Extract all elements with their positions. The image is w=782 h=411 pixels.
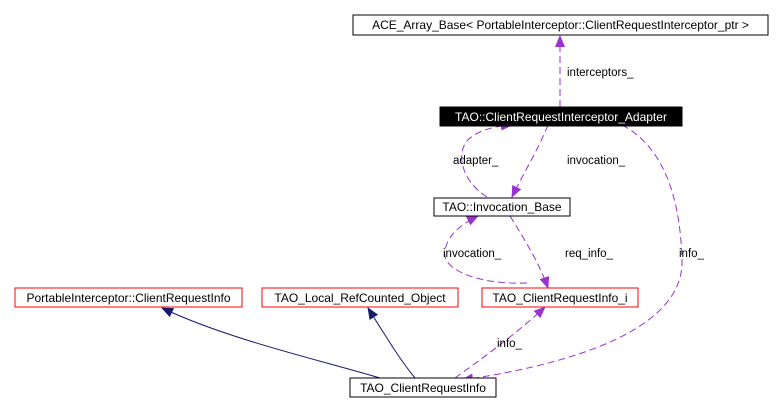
node-ace-array-base[interactable]: ACE_Array_Base< PortableInterceptor::Cli…	[352, 14, 769, 36]
node-portableinterceptor-clientrequestinfo[interactable]: PortableInterceptor::ClientRequestInfo	[14, 287, 243, 308]
edge-inherit-local-refcounted	[367, 307, 416, 379]
node-ace-array-base-label: ACE_Array_Base< PortableInterceptor::Cli…	[372, 18, 749, 32]
node-tao-local-refcounted-object[interactable]: TAO_Local_RefCounted_Object	[261, 287, 459, 308]
edge-info-right	[461, 124, 683, 384]
edge-invocation-top	[511, 124, 549, 198]
node-portableinterceptor-clientrequestinfo-label: PortableInterceptor::ClientRequestInfo	[26, 291, 230, 305]
node-tao-clientrequestinfo-i-label: TAO_ClientRequestInfo_i	[492, 291, 627, 305]
node-invocation-base-label: TAO::Invocation_Base	[442, 200, 562, 214]
edge-adapter	[461, 120, 513, 198]
edge-labels: interceptors_ adapter_ invocation_ invoc…	[443, 67, 705, 350]
edge-invocation-mid	[444, 215, 528, 284]
inheritance-edges	[161, 307, 416, 379]
node-tao-clientrequestinfo-label: TAO_ClientRequestInfo	[360, 381, 486, 395]
usage-edges	[444, 35, 683, 384]
label-invocation-top: invocation_	[567, 155, 626, 167]
edge-inherit-portableinterceptor	[161, 307, 381, 379]
label-adapter: adapter_	[453, 155, 499, 167]
label-info-bottom: info_	[497, 338, 523, 350]
label-info-right: info_	[679, 248, 705, 260]
label-invocation-mid: invocation_	[443, 248, 502, 260]
node-tao-clientrequestinfo-i[interactable]: TAO_ClientRequestInfo_i	[481, 287, 639, 308]
label-req-info: req_info_	[565, 248, 614, 260]
edge-info-bottom	[454, 306, 546, 379]
node-client-request-interceptor-adapter[interactable]: TAO::ClientRequestInterceptor_Adapter	[439, 106, 683, 127]
node-invocation-base[interactable]: TAO::Invocation_Base	[433, 197, 571, 217]
node-client-request-interceptor-adapter-label: TAO::ClientRequestInterceptor_Adapter	[455, 110, 667, 124]
edge-req-info	[509, 215, 550, 289]
node-tao-local-refcounted-object-label: TAO_Local_RefCounted_Object	[274, 291, 446, 305]
node-tao-clientrequestinfo[interactable]: TAO_ClientRequestInfo	[349, 377, 497, 398]
label-interceptors: interceptors_	[567, 67, 634, 79]
